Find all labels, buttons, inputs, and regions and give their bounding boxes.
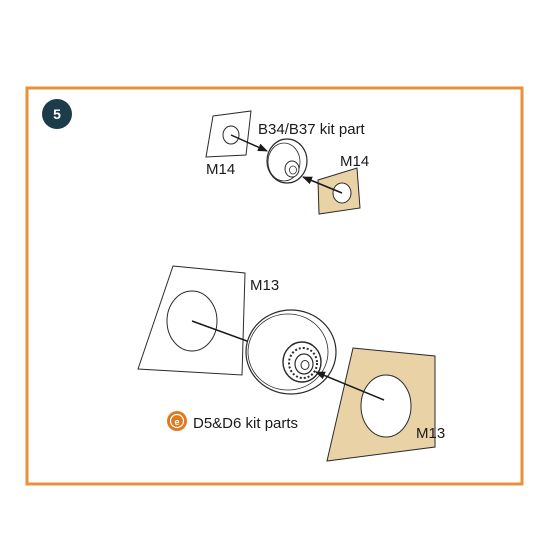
label-m14-photo-etch: M14 <box>340 153 369 170</box>
resin-part-icon: e <box>167 411 187 431</box>
large-wheel-part <box>245 309 337 395</box>
step-badge: 5 <box>42 99 72 129</box>
step-number: 5 <box>53 106 61 122</box>
mask-m13-photo-etch <box>326 347 436 462</box>
mask-m14-paper <box>205 110 252 158</box>
label-b34-b37: B34/B37 kit part <box>258 121 366 138</box>
label-m13-paper: M13 <box>250 277 279 294</box>
svg-text:e: e <box>174 417 179 427</box>
arrow-m14-photo-etch <box>302 176 343 194</box>
label-d5-d6: D5&D6 kit parts <box>193 415 298 432</box>
small-wheel-part <box>266 138 308 184</box>
arrow-m14-paper <box>230 134 268 152</box>
arrow-m13-photo-etch <box>315 371 385 401</box>
label-m14-paper: M14 <box>206 161 235 178</box>
label-m13-photo-etch: M13 <box>416 425 445 442</box>
